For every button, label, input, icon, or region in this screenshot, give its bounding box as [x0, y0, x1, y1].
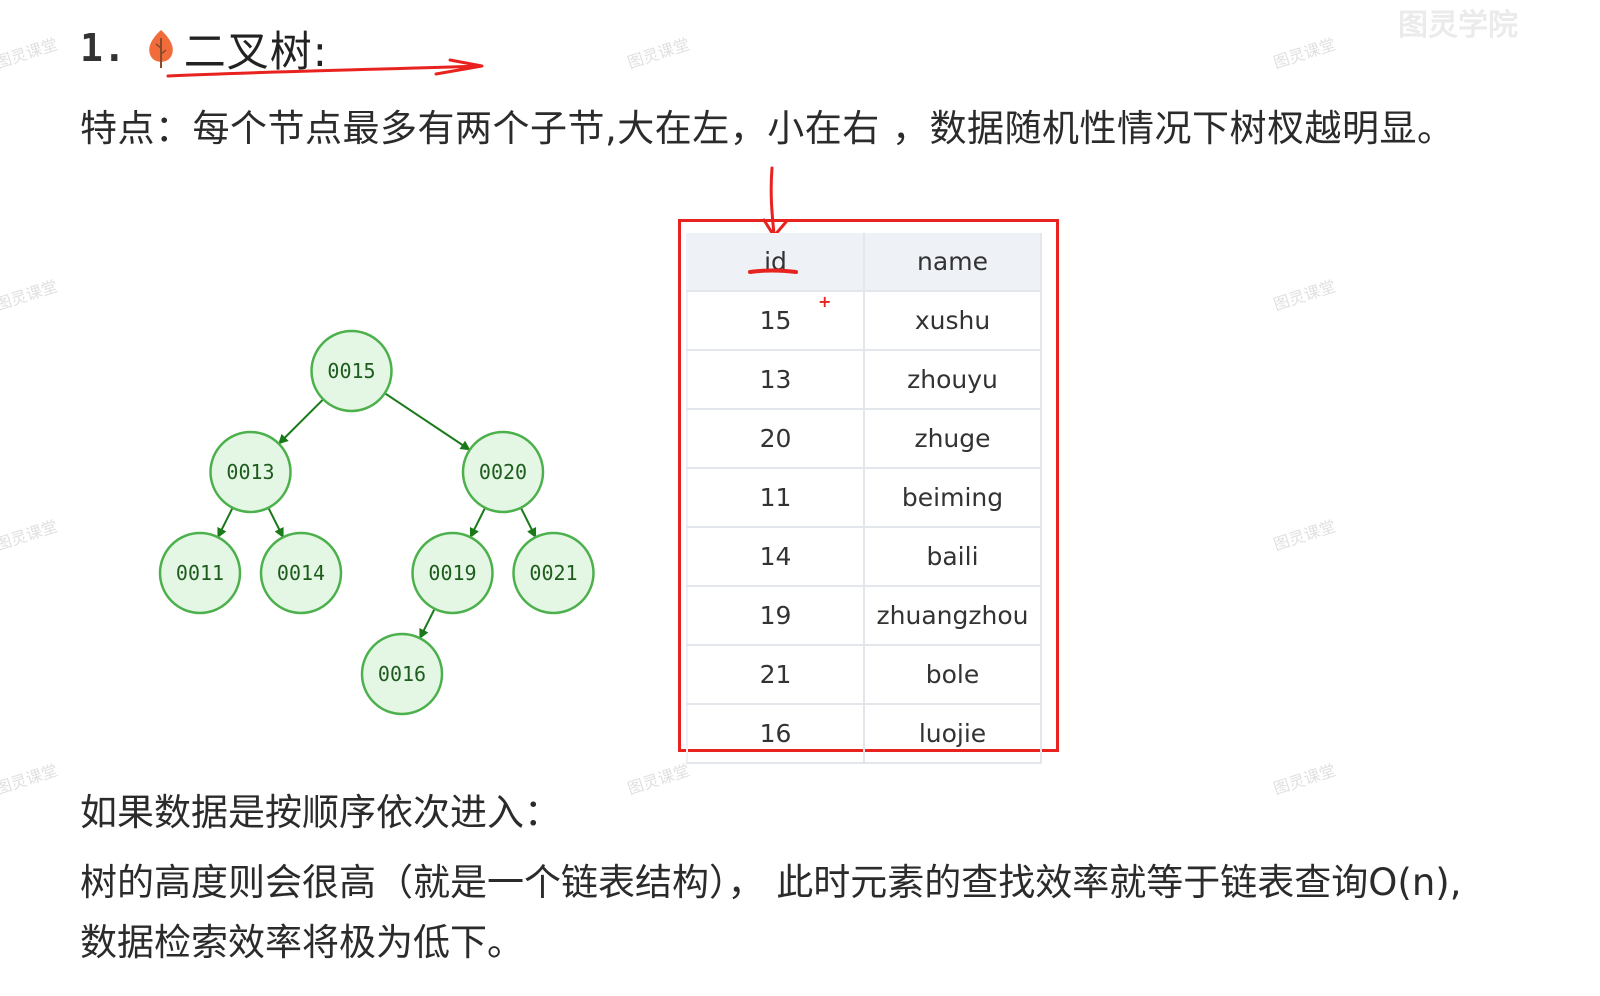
cell-name: luojie: [864, 704, 1042, 764]
leaf-icon: [148, 30, 173, 68]
cell-name: zhuangzhou: [864, 586, 1042, 646]
cell-name: zhouyu: [864, 350, 1042, 410]
tree-node-circle: [512, 531, 595, 615]
tree-edge: [469, 507, 487, 539]
column-header-name: name: [864, 233, 1042, 292]
cell-id: 14: [686, 527, 865, 587]
cell-name: beiming: [864, 468, 1042, 528]
tree-node-circle: [209, 430, 292, 514]
red-underline-annotation: [166, 58, 484, 78]
watermark: 图灵课堂: [625, 760, 692, 799]
cell-id: 20: [686, 409, 865, 469]
tree-node: 0021: [512, 531, 595, 615]
tree-node-circle: [158, 531, 242, 615]
watermark: 图灵课堂: [0, 516, 60, 555]
cell-name: zhuge: [864, 409, 1042, 469]
cell-id: 11: [686, 468, 865, 528]
tree-node: 0011: [158, 531, 242, 615]
tree-node-label: 0013: [226, 460, 274, 484]
cell-name: baili: [864, 527, 1042, 587]
tree-node-label: 0019: [428, 561, 476, 585]
watermark: 图灵课堂: [0, 276, 60, 315]
ordered-input-text: 如果数据是按顺序依次进入：: [80, 791, 561, 834]
tree-node: 0020: [461, 430, 545, 514]
column-header-id: id: [686, 233, 865, 292]
consequence-text-line1: 树的高度则会很高（就是一个链表结构）， 此时元素的查找效率就等于链表查询O(n)…: [80, 861, 1462, 904]
tree-node-label: 0021: [529, 561, 577, 585]
tree-node-circle: [360, 632, 444, 716]
watermark: 图灵课堂: [0, 760, 60, 799]
cell-id: 13: [686, 350, 865, 410]
tree-node: 0015: [310, 329, 393, 413]
heading-title: 二叉树:: [183, 26, 328, 76]
watermark: 图灵课堂: [1271, 276, 1338, 315]
tree-node-label: 0011: [176, 561, 224, 585]
cell-id: 15: [686, 291, 865, 351]
tree-node: 0014: [259, 531, 343, 615]
tree-node: 0013: [209, 430, 292, 514]
watermark: 图灵课堂: [1271, 516, 1338, 555]
tree-edge: [278, 398, 324, 445]
watermark: 图灵课堂: [625, 34, 692, 73]
tree-edge: [217, 507, 234, 539]
red-underline-id-annotation: [748, 268, 798, 274]
section-heading: 1. 二叉树:: [80, 18, 328, 78]
tree-node-label: 0020: [479, 460, 527, 484]
plus-annotation: +: [818, 292, 832, 311]
heading-number: 1.: [80, 26, 126, 70]
tree-edge: [267, 507, 284, 539]
table-header-row: id name: [686, 233, 1042, 292]
tree-edge: [419, 608, 436, 640]
cell-name: xushu: [864, 291, 1042, 351]
cell-id: 19: [686, 586, 865, 646]
tree-node-circle: [259, 531, 343, 615]
cell-id: 16: [686, 704, 865, 764]
cell-id: 21: [686, 645, 865, 705]
tree-node: 0019: [411, 531, 494, 615]
tree-node: 0016: [360, 632, 444, 716]
tree-node-circle: [310, 329, 393, 413]
tree-edge: [384, 392, 471, 451]
cell-name: bole: [864, 645, 1042, 705]
tree-node-label: 0014: [277, 561, 325, 585]
tree-node-circle: [461, 430, 545, 514]
tree-node-label: 0016: [378, 662, 426, 686]
tree-edge: [519, 507, 537, 539]
tree-node-label: 0015: [327, 359, 375, 383]
description-text: 特点：每个节点最多有两个子节,大在左，小在右 ，数据随机性情况下树杈越明显。: [80, 107, 1455, 150]
watermark-top: 图灵学院: [1398, 8, 1518, 43]
tree-node-circle: [411, 531, 494, 615]
watermark: 图灵课堂: [1271, 34, 1338, 73]
watermark: 图灵课堂: [0, 34, 60, 73]
watermark: 图灵课堂: [1271, 760, 1338, 799]
binary-tree-diagram: 0015 0013 0020 0011 0014 0019 0021 0016: [158, 329, 595, 716]
consequence-text-line2: 数据检索效率将极为低下。: [80, 921, 524, 964]
